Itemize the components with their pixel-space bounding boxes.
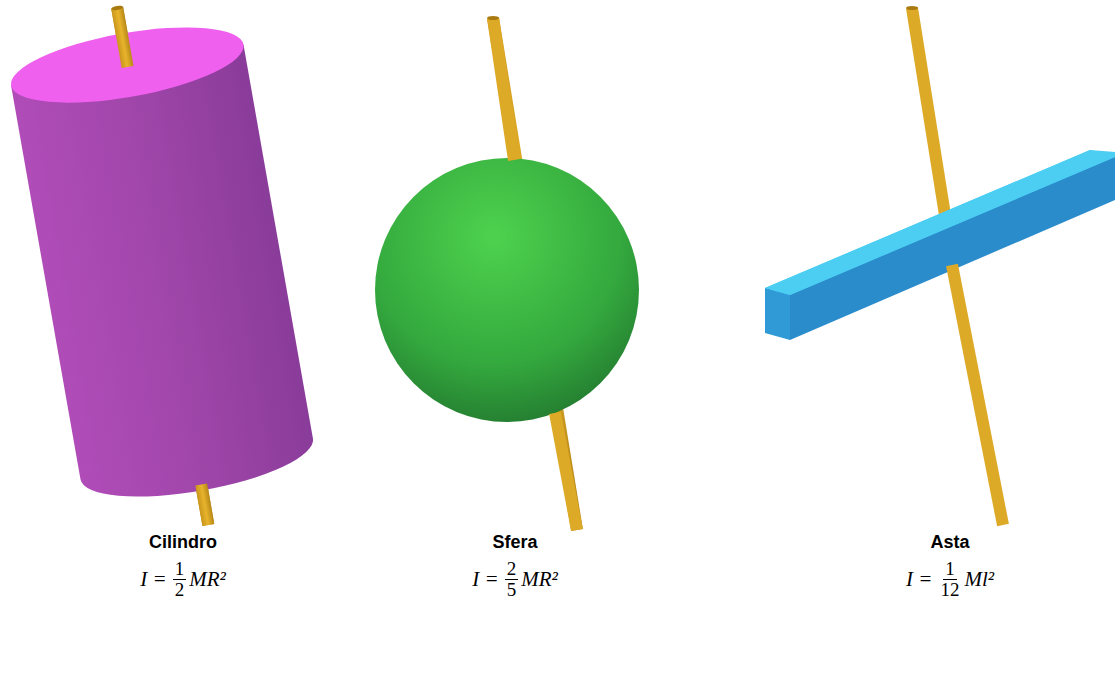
fraction-numerator: 2 bbox=[505, 559, 519, 580]
formula-symbol: I = bbox=[472, 567, 498, 592]
object-name: Cilindro bbox=[140, 532, 226, 553]
fraction-denominator: 5 bbox=[505, 580, 519, 600]
formula: I = 25MR² bbox=[472, 559, 558, 600]
caption-group: Cilindro I = 12MR² bbox=[140, 532, 226, 600]
formula: I = 112Ml² bbox=[906, 559, 994, 600]
formula-term: Ml² bbox=[964, 567, 994, 592]
formula-symbol: I = bbox=[140, 567, 166, 592]
fraction: 25 bbox=[505, 559, 519, 600]
fraction-numerator: 1 bbox=[173, 559, 187, 580]
formula-term: MR² bbox=[521, 567, 558, 592]
fraction-denominator: 12 bbox=[938, 580, 961, 600]
fraction-numerator: 1 bbox=[943, 559, 957, 580]
object-name: Sfera bbox=[472, 532, 558, 553]
rod-bar bbox=[765, 6, 1115, 525]
caption-group: Sfera I = 25MR² bbox=[472, 532, 558, 600]
sphere bbox=[375, 16, 639, 530]
object-name: Asta bbox=[906, 532, 994, 553]
fraction-denominator: 2 bbox=[173, 580, 187, 600]
fraction: 112 bbox=[938, 559, 961, 600]
formula-term: MR² bbox=[189, 567, 226, 592]
caption-group: Asta I = 112Ml² bbox=[906, 532, 994, 600]
fraction: 12 bbox=[173, 559, 187, 600]
cylinder bbox=[1, 0, 325, 545]
formula-symbol: I = bbox=[906, 567, 932, 592]
formula: I = 12MR² bbox=[140, 559, 226, 600]
